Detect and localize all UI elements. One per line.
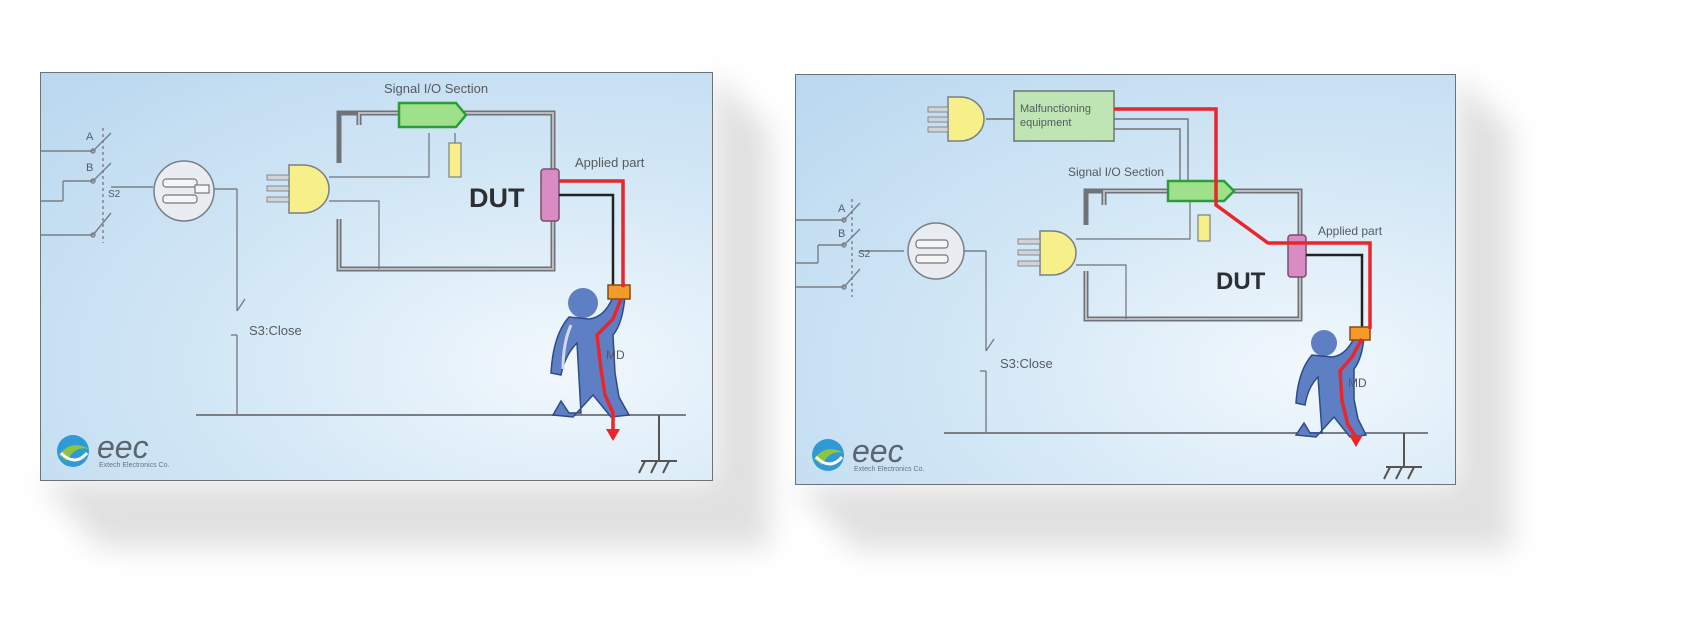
plug-icon: [1017, 230, 1077, 276]
applied-part-block: [540, 168, 560, 222]
diagram-panel-left: A B S2 S3:Close Signal I/O Section: [40, 72, 713, 481]
signal-io-block: [397, 101, 468, 129]
switch-b-label: B: [838, 228, 845, 240]
switch-s2-label: S2: [858, 249, 871, 260]
applied-part-label: Applied part: [575, 155, 645, 170]
switch-s3-label: S3:Close: [1000, 356, 1053, 371]
malfunction-plug-icon: [927, 96, 985, 142]
earth-ground-icon: [1383, 433, 1422, 480]
switch-group-icon: [796, 199, 904, 297]
malfunctioning-equipment-box: [1013, 90, 1115, 142]
eec-logo: [57, 435, 89, 467]
switch-s2-label: S2: [108, 189, 121, 200]
eec-logo-text: eec: [97, 429, 149, 465]
dut-label: DUT: [469, 183, 525, 213]
dut-label: DUT: [1216, 268, 1266, 295]
md-label: MD: [606, 348, 625, 362]
current-arrow-icon: [606, 429, 620, 441]
switch-a-label: A: [86, 131, 94, 143]
eec-logo-company: Extech Electronics Co.: [99, 462, 169, 469]
malfunction-label-line1: Malfunctioning: [1020, 103, 1091, 115]
diagram-panel-right: A B S2 S3:Close Malfunctioning equipment: [795, 74, 1456, 485]
switch-a-label: A: [838, 203, 846, 215]
earth-ground-icon: [638, 415, 677, 474]
power-outlet-icon: [907, 222, 965, 280]
eec-logo-text: eec: [852, 433, 904, 469]
md-label: MD: [1348, 376, 1367, 390]
power-outlet-icon: [153, 160, 215, 222]
signal-io-label: Signal I/O Section: [384, 81, 488, 96]
leakage-current-path: [559, 179, 625, 433]
plug-icon: [266, 164, 330, 214]
switch-group-icon: [41, 128, 153, 243]
signal-io-label: Signal I/O Section: [1068, 165, 1164, 179]
applied-part-label: Applied part: [1318, 224, 1383, 238]
eec-logo-company: Extech Electronics Co.: [854, 466, 924, 473]
signal-io-block: [1166, 179, 1236, 203]
malfunction-label-line2: equipment: [1020, 117, 1071, 129]
leakage-current-path: [1114, 107, 1372, 438]
eec-logo: [812, 439, 844, 471]
md-probe-icon: [1349, 326, 1371, 341]
switch-b-label: B: [86, 162, 93, 174]
resistor-icon: [1197, 214, 1211, 242]
dut-enclosure: [1083, 188, 1303, 322]
switch-s3-label: S3:Close: [249, 323, 302, 338]
current-arrow-icon: [1349, 435, 1363, 447]
resistor-icon: [448, 142, 462, 178]
md-probe-icon: [607, 284, 631, 300]
